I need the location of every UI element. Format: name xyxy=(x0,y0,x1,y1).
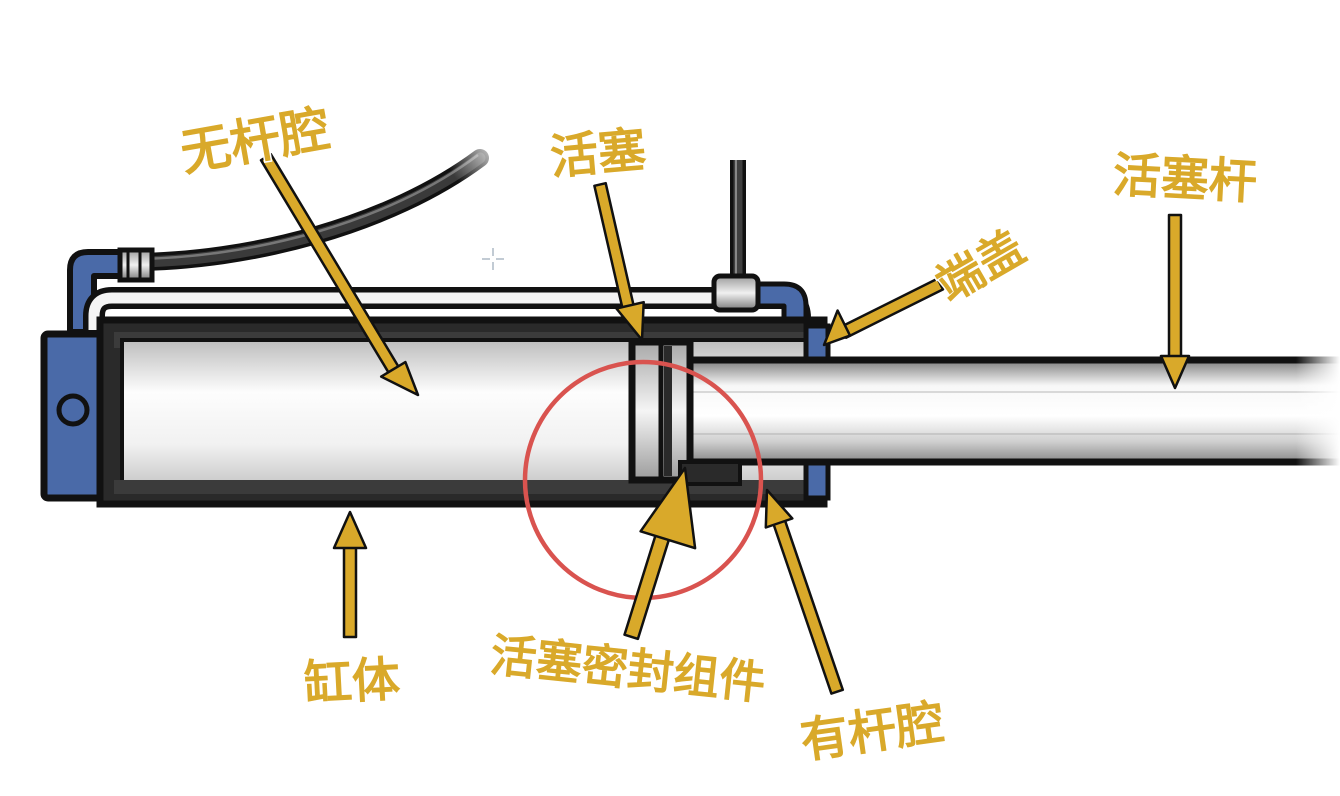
label-piston-rod: 活塞杆 xyxy=(1112,147,1259,210)
label-rod-chamber: 有杆腔 xyxy=(797,694,947,769)
piston-seal xyxy=(678,460,742,486)
piston-rod xyxy=(680,355,1340,467)
arrow-rod-chamber xyxy=(764,488,845,695)
arrow-piston xyxy=(593,181,645,342)
left-end-cap xyxy=(40,330,108,502)
arrow-end-cap xyxy=(822,277,945,347)
label-piston-seal: 活塞密封组件 xyxy=(488,628,768,711)
label-end-cap: 端盖 xyxy=(927,219,1034,312)
label-piston: 活塞 xyxy=(548,122,649,186)
arrow-piston-seal xyxy=(623,466,697,641)
arrow-piston-rod xyxy=(1159,213,1191,390)
arrow-cylinder-body xyxy=(332,510,368,639)
crosshair-icon xyxy=(482,248,504,270)
label-cylinder-body: 缸体 xyxy=(303,652,402,713)
rod-end-port-fitting xyxy=(711,160,809,327)
arrow-rodless-chamber xyxy=(259,153,420,397)
label-rodless-chamber: 无杆腔 xyxy=(176,99,334,182)
